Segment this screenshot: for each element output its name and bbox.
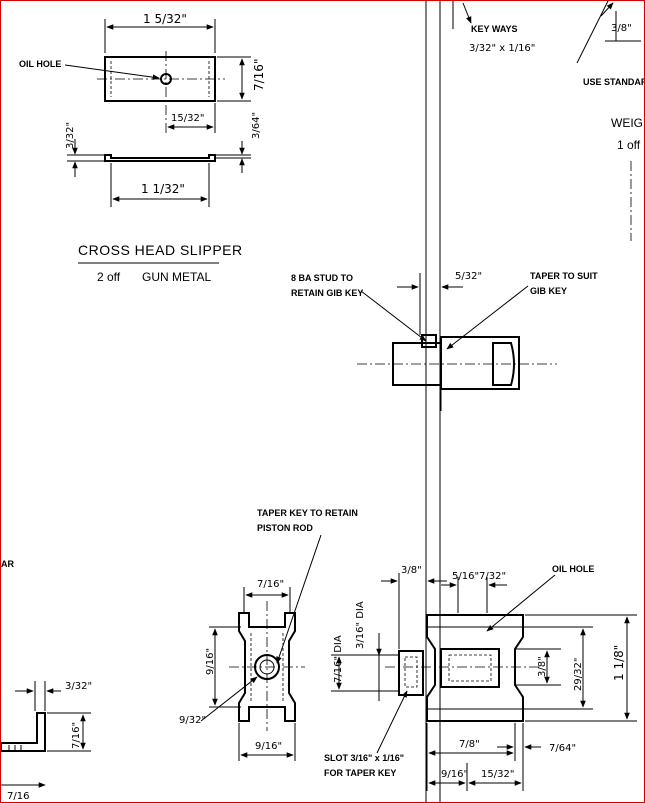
taper-key-label-line1: TAPER KEY TO RETAIN — [257, 508, 358, 518]
crosshead-side-view: 3/8" 3/16" DIA 7/16" DIA 5/16" 7/32" OIL… — [324, 564, 637, 791]
key-ways-label: KEY WAYS — [471, 24, 518, 34]
key-ways-dim: 3/32" x 1/16" — [469, 43, 535, 54]
oil-hole-icon — [160, 73, 172, 85]
ar-label: AR — [1, 559, 14, 569]
side-three-eighths-dim: 3/8" — [401, 565, 422, 576]
side-seven-eighths-dim: 7/8" — [459, 739, 480, 750]
side-bottom-9-16-dim: 9/16" — [441, 769, 468, 780]
slipper-side-view — [104, 154, 216, 162]
three-eighths-dim: 3/8" — [611, 23, 632, 34]
slot-label-line2: FOR TAPER KEY — [324, 768, 396, 778]
slipper-width-dim: 1 5/32" — [143, 12, 187, 26]
side-bottom-15-32-dim: 15/32" — [481, 769, 514, 780]
end-bottom-width-dim: 9/16" — [255, 741, 282, 752]
side-seven-32-dim: 7/32" — [479, 571, 506, 582]
side-inner-height-dim: 3/8" — [537, 656, 548, 677]
side-overall-height-dim: 1 1/8" — [612, 645, 626, 681]
crosshead-section-view: 8 BA STUD TO RETAIN GIB KEY TAPER TO SUI… — [291, 271, 598, 411]
left-bracket-part — [1, 712, 46, 752]
slipper-hole-offset-dim: 15/32" — [171, 113, 204, 124]
crosshead-end-view: TAPER KEY TO RETAIN PISTON ROD 7/16" 9/1… — [179, 508, 358, 761]
taper-label-line1: TAPER TO SUIT — [530, 271, 598, 281]
side-boss — [398, 650, 424, 696]
side-five-sixteenths-dim: 5/16" — [452, 571, 479, 582]
stud-label-line2: RETAIN GIB KEY — [291, 288, 363, 298]
end-hole-dim: 9/32" — [179, 715, 206, 726]
section-top-dim: 5/32" — [455, 271, 482, 282]
side-dia-left-dim: 7/16" DIA — [333, 635, 344, 683]
left-3-32-dim: 3/32" — [65, 681, 92, 692]
slipper-bottom-dim: 1 1/32" — [141, 182, 185, 196]
left-7-16-dim: 7/16" — [71, 722, 82, 749]
stud-label-line1: 8 BA STUD TO — [291, 273, 353, 283]
cross-head-slipper: 1 5/32" OIL HOLE 7/16" 15/32" 3/32" 3/64… — [19, 12, 266, 284]
slipper-title: CROSS HEAD SLIPPER — [78, 242, 243, 258]
end-top-width-dim: 7/16" — [257, 579, 284, 590]
side-oil-hole-label: OIL HOLE — [552, 564, 594, 574]
side-window — [440, 648, 500, 688]
side-seven-64-dim: 7/64" — [549, 743, 576, 754]
side-dia-vert-dim: 3/16" DIA — [355, 601, 366, 649]
slipper-material: GUN METAL — [142, 270, 211, 284]
taper-key-label-line2: PISTON ROD — [257, 523, 313, 533]
one-off-label: 1 off — [617, 138, 641, 152]
slot-label-line1: SLOT 3/16" x 1/16" — [324, 753, 404, 763]
left-edge-fragment: AR 3/32" 7/16" 7/16 — [1, 559, 92, 802]
left-bottom-dim: 7/16 — [7, 791, 29, 802]
weight-label: WEIGI — [611, 116, 645, 130]
use-standard-label: USE STANDAF — [583, 77, 645, 87]
top-right-fragment: KEY WAYS 3/32" x 1/16" 3/8" USE STANDAF … — [452, 1, 645, 241]
slipper-lip-right-dim: 3/64" — [251, 112, 262, 139]
slipper-height-dim: 7/16" — [252, 59, 266, 91]
side-29-32-dim: 29/32" — [573, 658, 584, 691]
slipper-qty: 2 off — [97, 270, 121, 284]
end-height-dim: 9/16" — [205, 648, 216, 675]
taper-label-line2: GIB KEY — [530, 286, 567, 296]
end-view-outline — [238, 612, 296, 722]
slipper-lip-left-dim: 3/32" — [65, 122, 76, 149]
side-main-body — [426, 614, 524, 722]
slipper-oil-hole-label: OIL HOLE — [19, 59, 61, 69]
